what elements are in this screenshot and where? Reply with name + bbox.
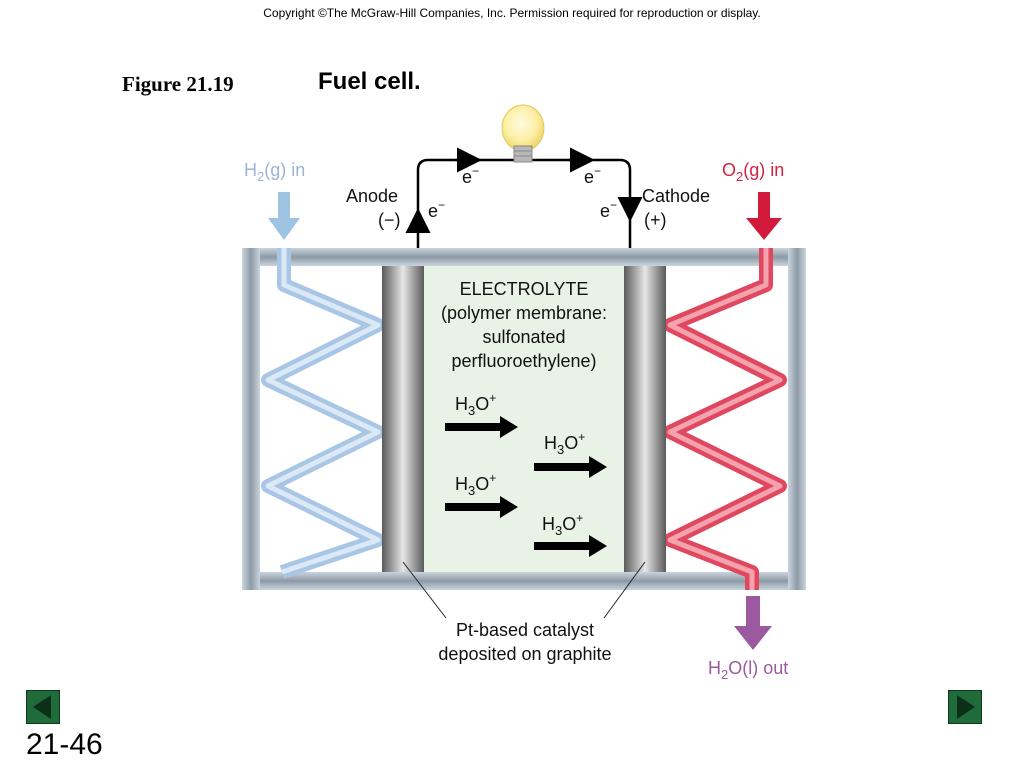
cathode-label: Cathode: [642, 186, 710, 206]
arrow-left-icon: [33, 695, 51, 719]
anode-sign: (−): [378, 210, 401, 230]
electrolyte-label: (polymer membrane:: [441, 303, 607, 323]
electron-label: e−: [462, 164, 479, 187]
electron-label: e−: [600, 198, 617, 221]
electrolyte-label: ELECTROLYTE: [460, 279, 589, 299]
o2-in-label: O2(g) in: [722, 160, 784, 184]
anode-label: Anode: [346, 186, 398, 206]
figure-number: Figure 21.19: [122, 72, 234, 96]
catalyst-label: Pt-based catalyst: [456, 620, 594, 640]
catalyst-leader-line: [603, 561, 646, 619]
cell-housing: [242, 248, 806, 590]
h2-in-label: H2(g) in: [244, 160, 305, 184]
hydronium-ion-group: H3O+: [534, 511, 607, 557]
cathode-sign: (+): [644, 210, 667, 230]
ion-flow-arrow-icon: [445, 416, 518, 438]
copyright-notice: Copyright ©The McGraw-Hill Companies, In…: [263, 6, 761, 20]
arrow-right-icon: [957, 695, 975, 719]
hydronium-ion-group: H3O+: [534, 430, 607, 478]
ion-flow-arrow-icon: [445, 496, 518, 518]
ion-flow-arrow-icon: [534, 535, 607, 557]
anode-electrode: [382, 266, 424, 572]
slide-number: 21-46: [26, 728, 103, 761]
figure-title: Fuel cell.: [318, 68, 421, 95]
catalyst-leader-line: [402, 561, 447, 619]
hydronium-label: H3O+: [542, 511, 583, 538]
hydronium-ion-group: H3O+: [445, 471, 518, 518]
electrolyte-membrane: [424, 266, 624, 572]
electrolyte-label: perfluoroethylene): [451, 351, 596, 371]
previous-slide-button[interactable]: [26, 690, 60, 724]
ion-flow-arrow-icon: [534, 456, 607, 478]
electron-label: e−: [428, 198, 445, 221]
electrolyte-label: sulfonated: [482, 327, 565, 347]
hydronium-ion-group: H3O+: [445, 391, 518, 438]
h2o-outflow-arrow-icon: [734, 596, 772, 650]
h2o-out-label: H2O(l) out: [708, 658, 788, 682]
catalyst-label: deposited on graphite: [438, 644, 611, 664]
o2-inflow-arrow-icon: [746, 192, 782, 240]
electron-label: e−: [584, 164, 601, 187]
h2-inflow-arrow-icon: [268, 192, 300, 240]
cathode-electrode: [624, 266, 666, 572]
next-slide-button[interactable]: [948, 690, 982, 724]
hydronium-label: H3O+: [544, 430, 585, 457]
light-bulb-icon: [501, 104, 545, 163]
hydronium-label: H3O+: [455, 391, 496, 418]
hydronium-label: H3O+: [455, 471, 496, 498]
